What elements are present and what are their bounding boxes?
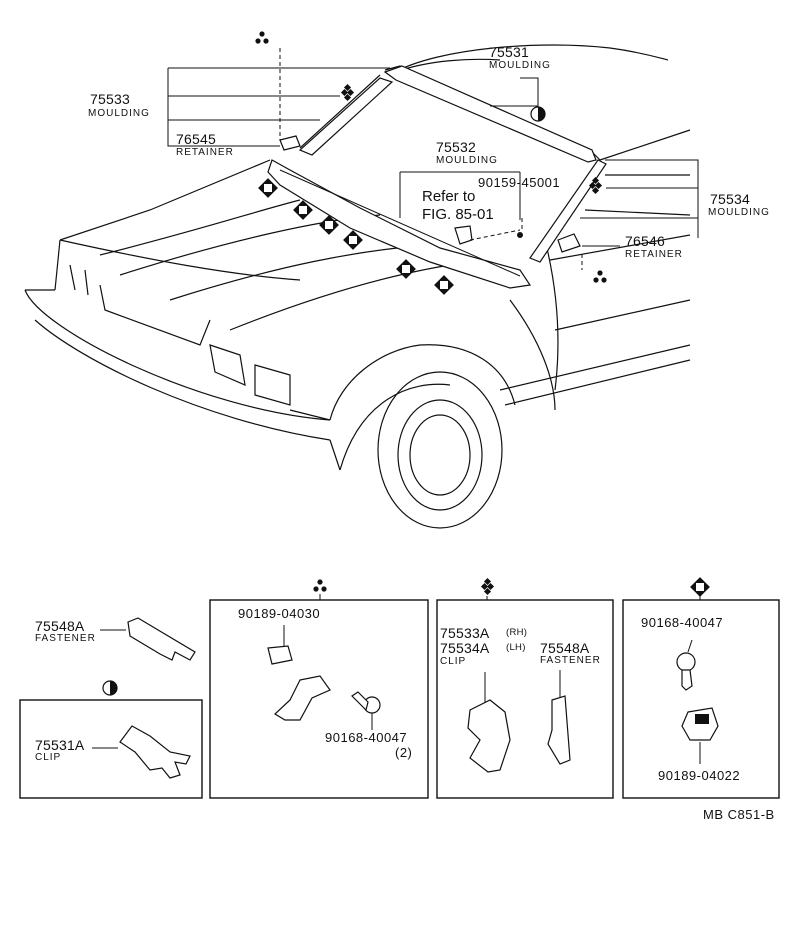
clip-75531a-panel [19,699,203,799]
part-number-90189-04022: 90189-04022 [658,768,741,783]
four-diamond-icon [588,176,603,195]
nut-90189-04030-drawing [267,625,293,665]
screw-90168-40047-b-drawing [676,639,696,691]
part-number-90168-40047: 90168-40047 [325,730,408,745]
side-label-lh: (LH) [506,642,526,653]
lower-moulding-75532 [267,159,532,289]
nut-90189-04022-drawing [681,707,719,764]
part-name-76545: RETAINER [176,147,234,158]
three-dot-icon [255,31,269,44]
clip-75533a-drawing [467,672,511,773]
part-number-90168-40047-b: 90168-40047 [641,615,724,630]
retainer-76545-part [279,135,301,151]
part-number-75548a: 75548A [35,618,85,634]
four-diamond-icon [480,577,495,596]
part-number-90189-04030: 90189-04030 [238,606,321,621]
part-name-75548a: FASTENER [35,633,96,644]
part-number-75534a: 75534A [440,640,490,656]
screw-clip-panel [209,599,429,799]
retainer-bracket-drawing [274,675,331,721]
part-name-75531a: CLIP [35,752,62,763]
part-number-76546: 76546 [625,233,665,249]
clip-75531a-drawing [92,725,191,779]
part-name-75534: MOULDING [708,207,770,218]
square-diamond-icon [343,230,363,250]
part-number-75532: 75532 [436,139,476,155]
reference-line-1[interactable]: Refer to [422,188,476,205]
square-diamond-icon [319,215,339,235]
part-name-76546: RETAINER [625,249,683,260]
square-diamond-icon [434,275,454,295]
part-name-75533: MOULDING [88,108,150,119]
retainer-76546-part [557,233,581,253]
part-number-75531a: 75531A [35,737,85,753]
fastener-75548a-b-drawing [547,670,571,765]
part-name-75548a-b: FASTENER [540,655,601,666]
part-name-75532: MOULDING [436,155,498,166]
side-label-rh: (RH) [506,627,528,638]
square-diamond-icon [293,200,313,220]
half-circle-icon [530,106,546,122]
screw-nut-panel [622,599,780,799]
square-diamond-icon [258,178,278,198]
part-number-75534: 75534 [710,191,750,207]
three-dot-icon [313,579,327,592]
left-pillar-moulding-75533 [298,77,394,156]
half-circle-icon [102,680,118,696]
part-number-90159-45001: 90159-45001 [478,175,561,190]
part-number-75548a-b: 75548A [540,640,590,656]
part-number-76545: 76545 [176,131,216,147]
part-name-clip: CLIP [440,656,467,667]
quantity-label: (2) [395,745,413,760]
clip-75533a-panel [436,599,614,799]
drawing-code: MB C851-B [703,807,775,822]
clip-part-small [454,225,523,245]
three-dot-icon [593,270,607,283]
part-number-75533a: 75533A [440,625,490,641]
screw-90168-40047-drawing [351,691,381,730]
square-diamond-icon [690,577,710,597]
square-diamond-icon [396,259,416,279]
right-pillar-moulding-75534 [529,159,607,263]
fastener-75548a-drawing [100,617,196,661]
part-number-75531: 75531 [489,44,529,60]
part-name-75531: MOULDING [489,60,551,71]
car-body-outline [24,44,691,529]
reference-fig-link[interactable]: FIG. 85-01 [422,206,494,223]
four-diamond-icon [340,83,355,102]
upper-moulding-75531 [383,65,597,163]
part-number-75533: 75533 [90,91,130,107]
